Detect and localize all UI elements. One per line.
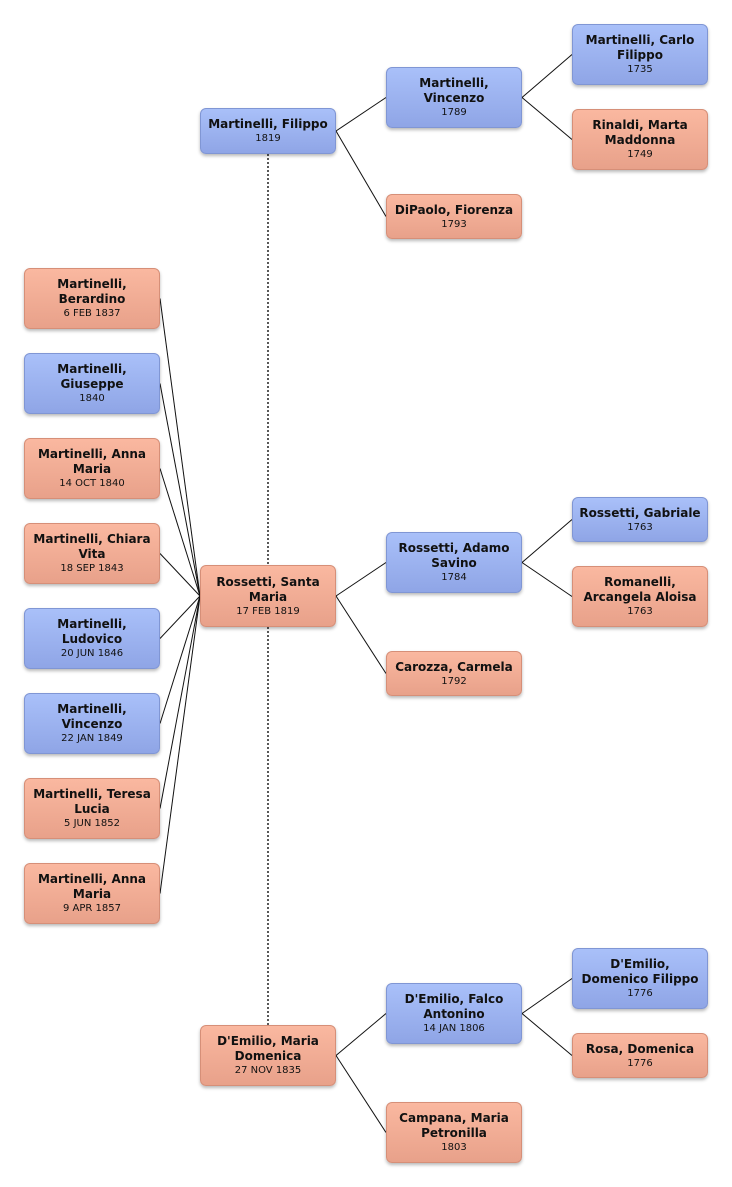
person-name: Martinelli, Giuseppe [57, 362, 127, 391]
person-name: D'Emilio, Domenico Filippo [581, 957, 699, 986]
parent-link-line [521, 97, 573, 140]
person-date: 1784 [441, 572, 467, 583]
person-name: D'Emilio, Falco Antonino [404, 992, 504, 1021]
person-name: Romanelli, Arcangela Aloisa [583, 575, 697, 604]
person-card-domenica-1776[interactable]: Rosa, Domenica 1776 [572, 1033, 708, 1078]
person-name: Martinelli, Carlo Filippo [585, 33, 695, 62]
person-date: 1803 [441, 1142, 467, 1153]
person-date: 1789 [441, 107, 467, 118]
person-card-gabriale-1763[interactable]: Rossetti, Gabriale 1763 [572, 497, 708, 542]
person-name: Rossetti, Adamo Savino [398, 541, 510, 570]
child-link-line [159, 595, 201, 809]
person-name: Martinelli, Filippo [208, 117, 328, 131]
person-card-maria-domenica-1835[interactable]: D'Emilio, Maria Domenica 27 NOV 1835 [200, 1025, 336, 1086]
person-card-carmela-1792[interactable]: Carozza, Carmela 1792 [386, 651, 522, 696]
parent-link-line [521, 1013, 573, 1056]
person-card-vincenzo-1849[interactable]: Martinelli, Vincenzo 22 JAN 1849 [24, 693, 160, 754]
person-name: Rosa, Domenica [585, 1041, 695, 1056]
person-card-carlo-filippo-1735[interactable]: Martinelli, Carlo Filippo 1735 [572, 24, 708, 85]
person-card-maria-petronilla-1803[interactable]: D'Emilio, Domenico Filippo Campana, Mari… [386, 1102, 522, 1163]
person-date: 1840 [79, 393, 105, 404]
person-name: DiPaolo, Fiorenza [394, 202, 514, 217]
parent-link-line [521, 54, 573, 98]
person-date: 18 SEP 1843 [60, 563, 124, 574]
person-name: Martinelli, Berardino [57, 277, 127, 306]
person-name: Martinelli, Anna Maria [37, 447, 147, 476]
person-card-marta-1749[interactable]: Rinaldi, Marta Maddonna 1749 [572, 109, 708, 170]
person-card-domenico-filippo-1776[interactable]: D'Emilio, Domenico Filippo 1776 [572, 948, 708, 1009]
person-card-chiara-vita-1843[interactable]: Martinelli, Chiara Vita 18 SEP 1843 [24, 523, 160, 584]
person-card-anna-maria-1840[interactable]: Martinelli, Anna Maria 14 OCT 1840 [24, 438, 160, 499]
parent-link-line [335, 595, 387, 674]
child-link-line [159, 553, 201, 597]
person-date: 22 JAN 1849 [61, 733, 123, 744]
person-date: 1776 [627, 988, 653, 999]
person-date: 1792 [441, 675, 467, 687]
person-name: Martinelli, Ludovico [57, 617, 127, 646]
person-card-santa-maria-1819[interactable]: Rossetti, Santa Maria 17 FEB 1819 [200, 565, 336, 627]
child-link-line [159, 595, 201, 639]
person-date: 1776 [627, 1057, 653, 1069]
person-date: 1819 [255, 133, 281, 144]
child-link-line [159, 595, 201, 894]
person-date: 1735 [627, 64, 653, 75]
parent-link-line [335, 1055, 387, 1133]
person-card-arcangela-1763[interactable]: Romanelli, Arcangela Aloisa 1763 [572, 566, 708, 627]
person-name: Martinelli, Anna Maria [37, 872, 147, 901]
parent-link-line [335, 562, 387, 597]
person-card-giuseppe-1840[interactable]: Martinelli, Giuseppe 1840 [24, 353, 160, 414]
person-card-filippo-1819[interactable]: Martinelli, Filippo 1819 [200, 108, 336, 154]
person-date: 27 NOV 1835 [234, 1065, 302, 1076]
person-date: 9 APR 1857 [63, 903, 121, 914]
person-date: 17 FEB 1819 [236, 605, 300, 617]
person-name: Martinelli, Vincenzo [57, 702, 127, 731]
person-card-berardino-1837[interactable]: Martinelli, Berardino 6 FEB 1837 [24, 268, 160, 329]
person-date: 1749 [627, 149, 653, 160]
person-name: Rossetti, Gabriale [579, 505, 701, 520]
child-link-line [159, 468, 201, 597]
person-card-vincenzo-1789[interactable]: Martinelli, Vincenzo 1789 [386, 67, 522, 128]
parent-link-line [335, 97, 387, 132]
person-date: 20 JUN 1846 [60, 648, 124, 659]
person-card-adamo-savino-1784[interactable]: Rossetti, Adamo Savino 1784 [386, 532, 522, 593]
child-link-line [159, 298, 201, 597]
parent-link-line [521, 562, 573, 597]
person-card-ludovico-1846[interactable]: Martinelli, Ludovico 20 JUN 1846 [24, 608, 160, 669]
person-date: 5 JUN 1852 [64, 818, 120, 829]
parent-link-line [335, 130, 387, 217]
person-card-teresa-lucia-1852[interactable]: Martinelli, Teresa Lucia 5 JUN 1852 [24, 778, 160, 839]
person-card-falco-antonino-1806[interactable]: D'Emilio, Falco Antonino 14 JAN 1806 [386, 983, 522, 1044]
parent-link-line [521, 978, 573, 1014]
person-date: 1793 [441, 218, 467, 230]
parent-link-line [335, 1013, 387, 1056]
person-name: Campana, Maria Petronilla [399, 1111, 509, 1140]
person-date: 1763 [627, 606, 653, 617]
person-name: Martinelli, Chiara Vita [33, 532, 151, 561]
person-name: Rinaldi, Marta Maddonna [592, 118, 688, 147]
child-link-line [159, 595, 201, 724]
person-date: 1763 [627, 521, 653, 533]
person-name: Martinelli, Vincenzo [419, 76, 489, 105]
parent-link-line [521, 519, 573, 563]
person-date: 14 OCT 1840 [59, 478, 125, 489]
person-name: D'Emilio, Maria Domenica [217, 1034, 319, 1063]
person-name: Martinelli, Teresa Lucia [33, 787, 151, 816]
person-card-anna-maria-1857[interactable]: Martinelli, Anna Maria 9 APR 1857 [24, 863, 160, 924]
child-link-line [159, 383, 201, 597]
person-name: Carozza, Carmela [395, 659, 513, 674]
person-name: Rossetti, Santa Maria [216, 574, 320, 604]
person-card-fiorenza-1793[interactable]: DiPaolo, Fiorenza 1793 [386, 194, 522, 239]
person-date: 6 FEB 1837 [63, 308, 121, 319]
person-date: 14 JAN 1806 [423, 1023, 485, 1034]
